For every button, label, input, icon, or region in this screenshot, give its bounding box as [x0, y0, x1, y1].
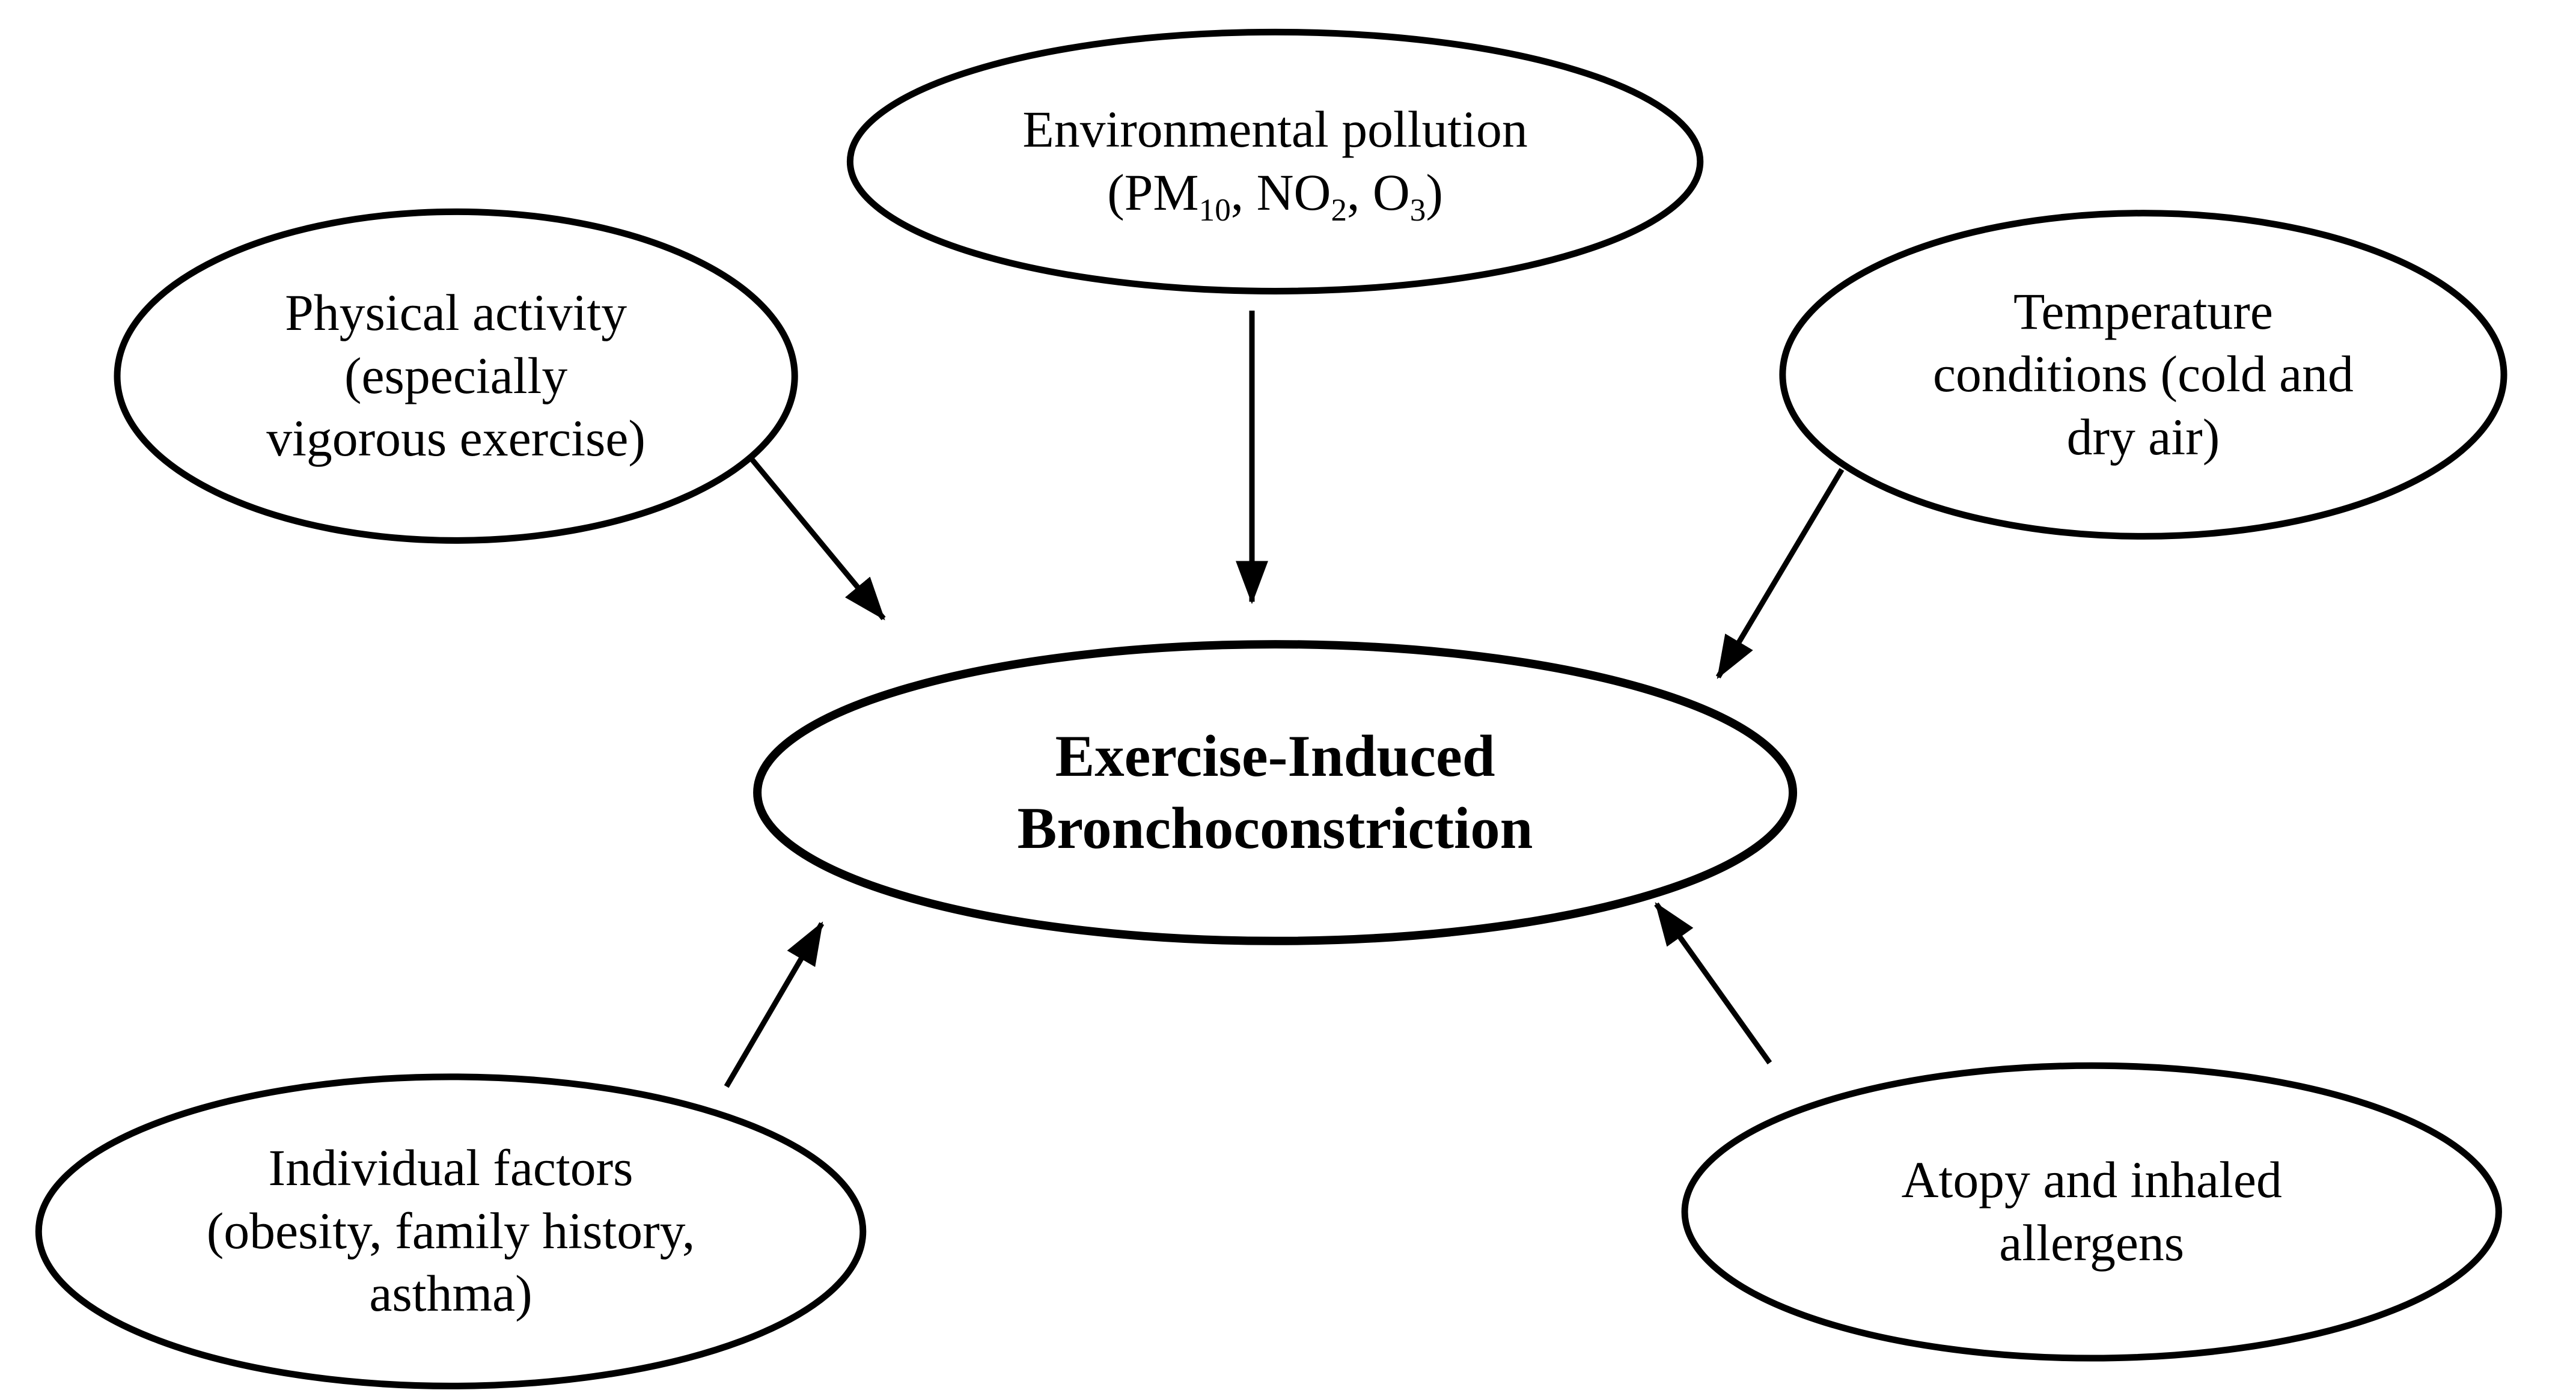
label-line: dry air)	[2067, 406, 2220, 469]
physical-activity-ellipse	[114, 208, 798, 544]
label-text: Individual factors	[268, 1139, 633, 1197]
label-text: dry air)	[2066, 408, 2220, 466]
label-subscript: 3	[1409, 193, 1426, 228]
arrow-individual-factors-to-exercise-induced-bronchoconstriction	[724, 921, 825, 1088]
atopy-and-inhaled-allergens-ellipse	[1681, 1062, 2502, 1362]
environmental-pollution-label: Environmental pollution(PM10, NO2, O3)	[850, 32, 1700, 291]
environmental-pollution-ellipse	[846, 28, 1704, 294]
arrow-physical-activity-to-exercise-induced-bronchoconstriction	[750, 458, 886, 621]
label-text: (PM	[1107, 163, 1199, 221]
label-text: Atopy and inhaled	[1901, 1151, 2282, 1209]
temperature-conditions-ellipse	[1779, 210, 2507, 540]
label-line: allergens	[1999, 1212, 2184, 1275]
label-line: Physical activity	[285, 282, 627, 345]
label-subscript: 2	[1331, 193, 1348, 228]
label-line: (PM10, NO2, O3)	[1107, 162, 1443, 228]
label-line: conditions (cold and	[1933, 343, 2354, 406]
physical-activity-label: Physical activity (especially vigorous exe…	[117, 212, 795, 540]
label-line: (especially	[344, 345, 567, 408]
individual-factors-ellipse	[35, 1073, 867, 1389]
label-line: (obesity, family history,	[207, 1200, 695, 1263]
label-text: allergens	[1999, 1214, 2185, 1272]
label-text: , NO	[1230, 163, 1331, 221]
label-text: Physical activity	[285, 284, 627, 341]
label-text: Environmental pollution	[1022, 101, 1528, 159]
individual-factors-label: Individual factors(obesity, family histo…	[38, 1077, 863, 1386]
exercise-induced-bronchoconstriction-ellipse	[753, 640, 1798, 945]
label-line: asthma)	[369, 1263, 532, 1326]
label-text: , O	[1347, 163, 1410, 221]
label-line: Atopy and inhaled	[1902, 1149, 2282, 1212]
label-text: Exercise-Induced	[1055, 723, 1495, 789]
label-subscript: 10	[1198, 193, 1231, 228]
label-text: )	[1426, 163, 1443, 221]
label-text: Bronchoconstriction	[1017, 795, 1533, 861]
label-line: Exercise-Induced	[1055, 721, 1495, 793]
arrow-atopy-and-inhaled-allergens-to-exercise-induced-bronchoconstriction	[1654, 902, 1772, 1065]
label-text: asthma)	[369, 1265, 533, 1323]
label-line: Bronchoconstriction	[1018, 793, 1533, 865]
label-text: (obesity, family history,	[206, 1202, 695, 1260]
label-line: vigorous exercise)	[266, 407, 646, 471]
arrow-temperature-conditions-to-exercise-induced-bronchoconstriction	[1715, 468, 1845, 679]
label-text: (especially	[344, 347, 568, 404]
label-text: conditions (cold and	[1932, 346, 2354, 403]
label-text: vigorous exercise)	[266, 410, 646, 468]
label-line: Temperature	[2013, 281, 2273, 344]
label-text: Temperature	[2013, 282, 2273, 340]
label-line: Individual factors	[269, 1137, 633, 1200]
label-line: Environmental pollution	[1022, 99, 1527, 162]
